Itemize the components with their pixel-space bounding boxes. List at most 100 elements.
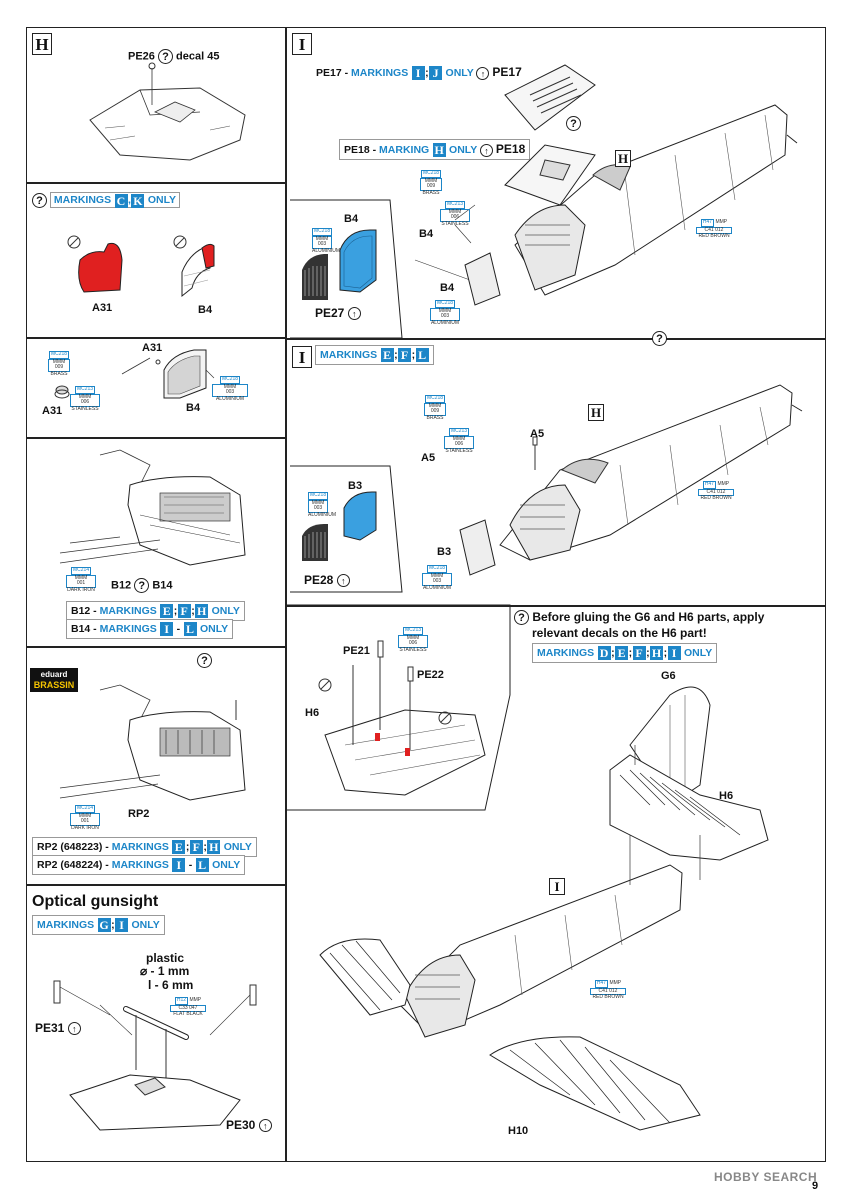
b3-pe28-inset bbox=[290, 465, 403, 593]
page-number: 9 bbox=[812, 1180, 819, 1192]
divider bbox=[26, 182, 286, 184]
red-brown-paint-code-mid: H47 MMP C41 012 RED BROWN bbox=[698, 481, 734, 502]
fuselage-top-drawing bbox=[414, 64, 798, 306]
b4-pe27-inset bbox=[290, 199, 403, 339]
step-h-marker: H bbox=[32, 33, 52, 55]
divider bbox=[26, 337, 286, 339]
marking-c: C bbox=[114, 193, 128, 208]
rp2-648223-box: RP2 (648223) - MARKINGS E;F;H ONLY bbox=[32, 837, 257, 857]
a5-left-label: A5 bbox=[421, 452, 436, 464]
decal-label: decal 45 bbox=[176, 50, 220, 63]
pe17-markings-box: PE17 - MARKINGS I;J ONLY ↑ PE17 bbox=[312, 63, 526, 83]
plastic-label: plastic bbox=[146, 951, 185, 965]
gunsight-title: Optical gunsight bbox=[32, 893, 159, 910]
markings-word: MARKINGS bbox=[53, 194, 112, 207]
page-frame bbox=[26, 27, 826, 1162]
b4-top-label: B4 bbox=[419, 228, 434, 240]
b4-inset-label: B4 bbox=[344, 213, 359, 225]
tail-note-line1: ? Before gluing the G6 and H6 parts, app… bbox=[514, 610, 764, 626]
tail-markings-box: MARKINGS D;E;F;H;I ONLY bbox=[532, 643, 718, 663]
red-brown-paint-code-tail: H47 MMP C41 012 RED BROWN bbox=[590, 980, 626, 1001]
length-label: l - 6 mm bbox=[148, 978, 194, 992]
h6-inset-label: H6 bbox=[305, 707, 320, 719]
h6-label: H6 bbox=[719, 790, 734, 802]
pe26-label: PE26 bbox=[128, 50, 155, 63]
markings-ck-box: ? MARKINGS C,K ONLY bbox=[32, 192, 181, 209]
rotate-icon: ↑ bbox=[336, 574, 350, 588]
b3-inset-label: B3 bbox=[348, 480, 363, 492]
cockpit-decal-drawing bbox=[89, 62, 246, 161]
b3-lower-label: B3 bbox=[437, 546, 452, 558]
marking-k: K bbox=[131, 193, 145, 208]
b4-lower-label: B4 bbox=[440, 282, 455, 294]
b14-markings-box: B14 - MARKINGS I - L ONLY bbox=[66, 619, 234, 639]
red-brown-paint-code-top: H47 MMP C41 012 RED BROWN bbox=[696, 219, 732, 240]
step-i-marker-2: I bbox=[292, 346, 312, 368]
question-icon: ? bbox=[134, 578, 150, 593]
pe21-label: PE21 bbox=[343, 645, 370, 657]
pe21-pe22-inset bbox=[285, 604, 511, 811]
tail-note-line2: relevant decals on the H6 part! bbox=[532, 626, 707, 640]
b12-label: B12 bbox=[111, 579, 132, 592]
rotate-icon: ↑ bbox=[258, 1119, 272, 1133]
eduard-brassin-logo: eduard BRASSIN bbox=[30, 668, 78, 692]
divider bbox=[285, 605, 826, 607]
gunsight-assembly-drawing bbox=[53, 980, 257, 1131]
rotate-icon: ↑ bbox=[347, 307, 361, 321]
pe31-label: PE31 ↑ bbox=[35, 1021, 81, 1036]
divider bbox=[26, 437, 286, 439]
a31-label: A31 bbox=[92, 302, 113, 314]
b14-label: B14 bbox=[152, 579, 173, 592]
column-divider bbox=[285, 27, 287, 1162]
b4-detail-label: B4 bbox=[186, 402, 201, 414]
tail-assembly-drawing bbox=[319, 686, 769, 1131]
rotate-icon: ↑ bbox=[476, 66, 490, 80]
b12-markings-box: B12 - MARKINGS E;F;H ONLY bbox=[66, 601, 245, 621]
question-icon: ? bbox=[652, 331, 667, 346]
rotate-icon: ↑ bbox=[479, 143, 493, 157]
gunsight-markings-box: MARKINGS G;I ONLY bbox=[32, 915, 165, 935]
b4-label: B4 bbox=[198, 304, 213, 316]
flat-black-paint-code: H12 MMP C33 047 FLAT BLACK bbox=[170, 997, 206, 1018]
pe22-label: PE22 bbox=[417, 669, 444, 681]
i-mid-markings-box: MARKINGS E;F;L bbox=[315, 345, 435, 365]
rp2-648224-box: RP2 (648224) - MARKINGS I - L ONLY bbox=[32, 855, 246, 875]
a31-small-part-drawing bbox=[54, 385, 70, 399]
question-icon: ? bbox=[566, 116, 581, 131]
divider bbox=[26, 884, 286, 886]
b12-b14-callout: B12 ? B14 bbox=[111, 578, 173, 593]
watermark: HOBBY SEARCH bbox=[714, 1170, 818, 1184]
divider bbox=[285, 338, 826, 340]
pe27-label: PE27 ↑ bbox=[315, 306, 361, 321]
h10-label: H10 bbox=[508, 1125, 529, 1137]
diameter-label: ⌀ - 1 mm bbox=[140, 964, 190, 978]
pe18-markings-box: PE18 - MARKING H ONLY ↑ PE18 bbox=[339, 139, 531, 161]
divider bbox=[26, 646, 286, 648]
brassin-engine-drawing bbox=[59, 684, 246, 801]
i-reference-marker: I bbox=[549, 878, 565, 895]
question-icon: ? bbox=[32, 193, 47, 208]
h-reference-marker: H bbox=[615, 150, 631, 167]
rotate-icon: ↑ bbox=[67, 1022, 81, 1036]
step-i-marker: I bbox=[292, 33, 312, 55]
a31-top-label: A31 bbox=[142, 342, 163, 354]
question-icon: ? bbox=[157, 49, 173, 64]
engine-exhaust-drawing bbox=[59, 449, 246, 566]
pe28-label: PE28 ↑ bbox=[304, 573, 350, 588]
h-reference-marker-2: H bbox=[588, 404, 604, 421]
